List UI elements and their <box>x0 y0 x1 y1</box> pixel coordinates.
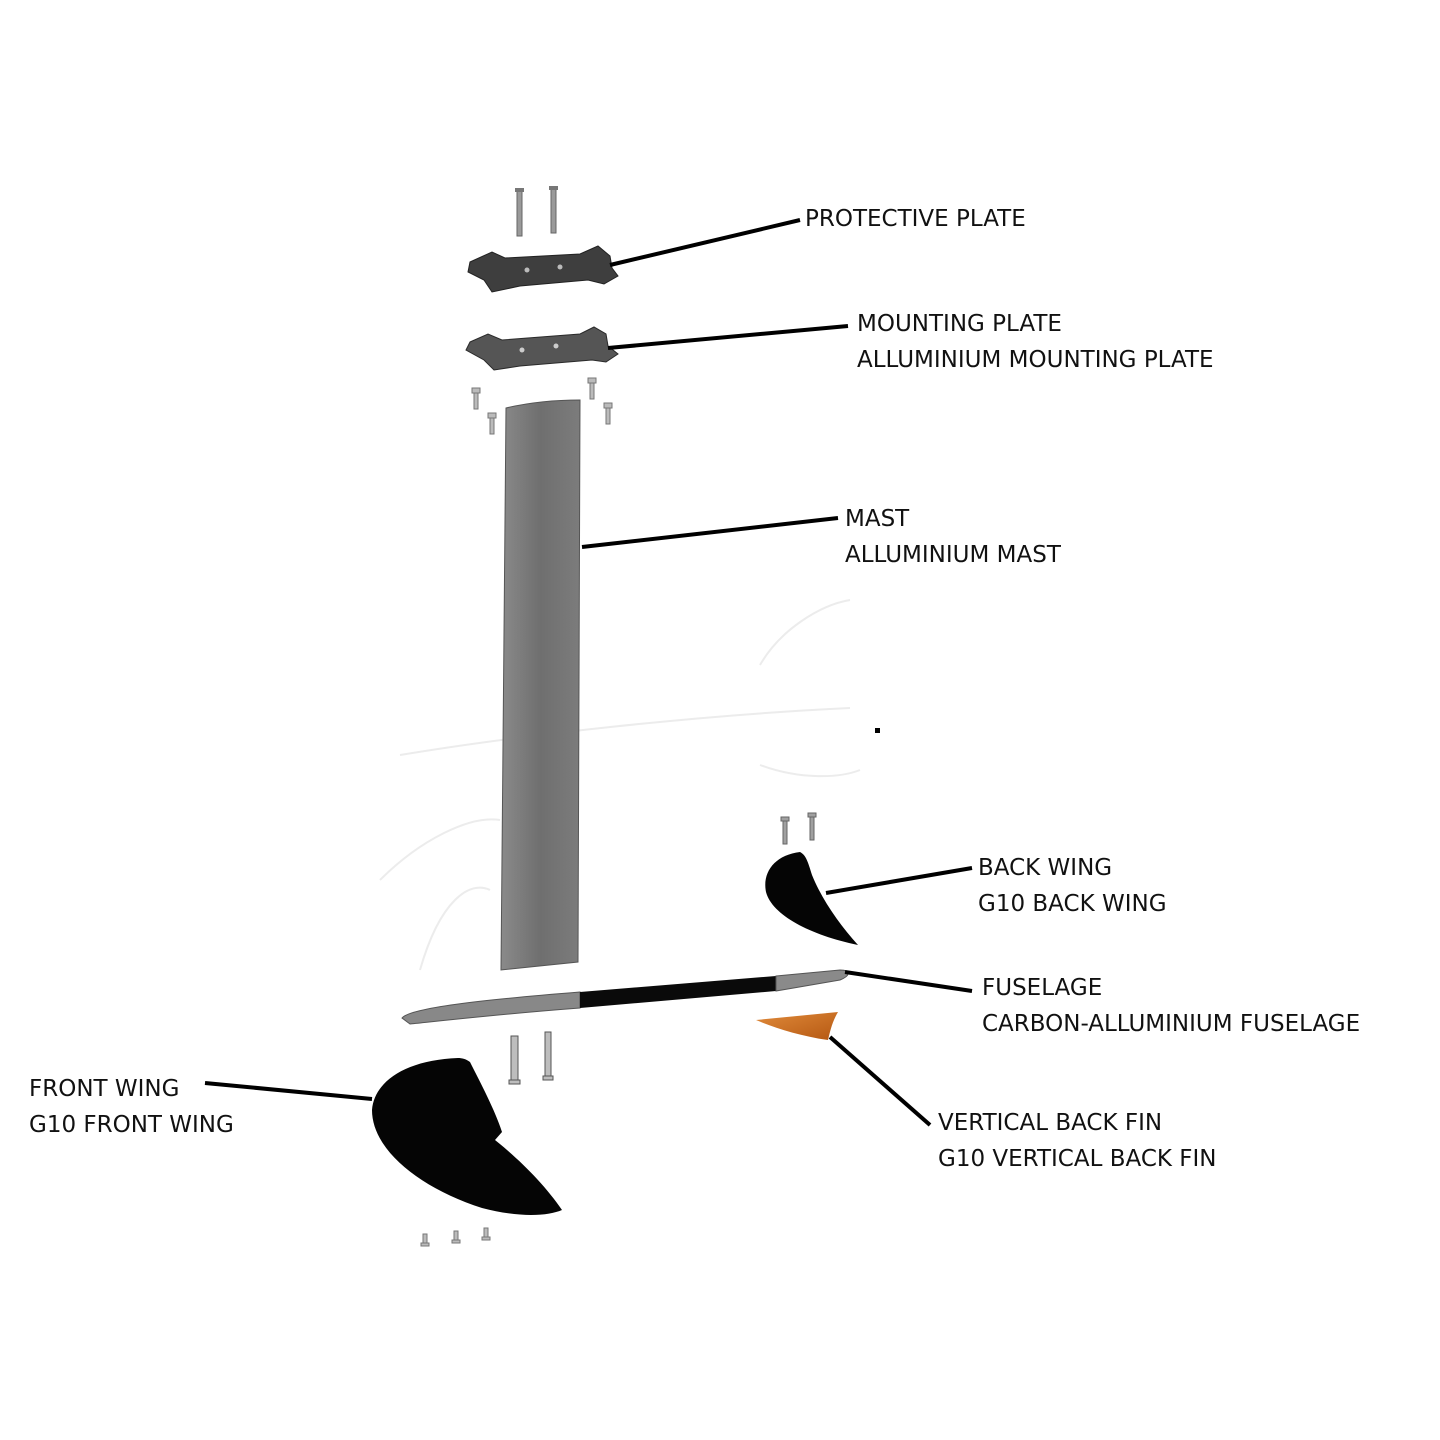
leader-protective-plate <box>609 218 801 267</box>
mast <box>500 399 581 971</box>
protective-plate-label: PROTECTIVE PLATE <box>805 201 1026 237</box>
fuselage-title: FUSELAGE <box>982 975 1103 1001</box>
vertical-back-fin-title: VERTICAL BACK FIN <box>938 1110 1163 1136</box>
vertical-back-fin-label: VERTICAL BACK FIN G10 VERTICAL BACK FIN <box>938 1105 1217 1177</box>
vertical-back-fin-detail: G10 VERTICAL BACK FIN <box>938 1146 1217 1172</box>
front-wing-detail: G10 FRONT WING <box>29 1112 234 1138</box>
front-wing <box>372 1058 562 1215</box>
marker-dot <box>875 728 880 733</box>
mast-title: MAST <box>845 506 910 532</box>
mounting-plate-label: MOUNTING PLATE ALLUMINIUM MOUNTING PLATE <box>857 306 1214 378</box>
mast-label: MAST ALLUMINIUM MAST <box>845 501 1061 573</box>
leader-lines <box>204 218 973 1127</box>
mast-screws <box>471 377 613 435</box>
ghost-outline <box>379 599 861 971</box>
leader-mast <box>581 516 839 549</box>
fuselage-label: FUSELAGE CARBON-ALLUMINIUM FUSELAGE <box>982 970 1360 1042</box>
protective-plate <box>467 245 619 293</box>
front-wing-label: FRONT WING G10 FRONT WING <box>29 1071 234 1143</box>
mounting-plate-detail: ALLUMINIUM MOUNTING PLATE <box>857 347 1214 373</box>
vertical-back-fin <box>756 1012 838 1040</box>
back-wing <box>765 852 858 945</box>
back-wing-detail: G10 BACK WING <box>978 891 1167 917</box>
leader-fuselage <box>844 970 973 993</box>
protective-plate-title: PROTECTIVE PLATE <box>805 206 1026 232</box>
mounting-plate-title: MOUNTING PLATE <box>857 311 1062 337</box>
mounting-plate <box>465 326 619 371</box>
fuselage-detail: CARBON-ALLUMINIUM FUSELAGE <box>982 1011 1361 1037</box>
front-wing-title: FRONT WING <box>29 1076 180 1102</box>
back-wing-bolts <box>780 812 817 845</box>
back-wing-title: BACK WING <box>978 855 1113 881</box>
leader-front-wing <box>204 1081 373 1101</box>
leader-mounting-plate <box>607 324 849 350</box>
leader-vertical-back-fin <box>828 1035 932 1127</box>
leader-back-wing <box>825 866 973 895</box>
mast-detail: ALLUMINIUM MAST <box>845 542 1061 568</box>
front-wing-bolts <box>508 1031 554 1085</box>
fuselage <box>401 969 849 1025</box>
front-wing-screws <box>420 1227 491 1247</box>
back-wing-label: BACK WING G10 BACK WING <box>978 850 1167 922</box>
protective-plate-bolts <box>515 186 558 237</box>
